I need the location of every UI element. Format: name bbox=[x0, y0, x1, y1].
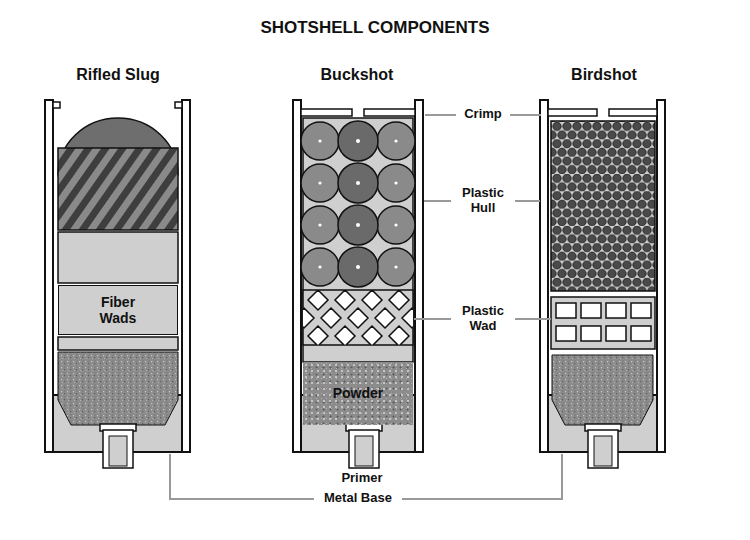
wad-cell bbox=[581, 303, 601, 318]
node-text: Fiber Wads bbox=[86, 294, 150, 326]
part-label: Plastic Hull bbox=[454, 186, 512, 216]
hull-wall bbox=[182, 100, 190, 452]
wad-cell bbox=[631, 303, 651, 318]
plastic-wad bbox=[551, 297, 655, 349]
bracket-line bbox=[402, 454, 562, 499]
part-label: Primer bbox=[341, 471, 382, 486]
column-heading: Birdshot bbox=[571, 66, 637, 84]
leader-line bbox=[515, 200, 540, 202]
primer-cup bbox=[349, 430, 379, 468]
fiber-wad-band: Fiber Wads bbox=[58, 285, 178, 335]
pellet-highlight bbox=[318, 265, 321, 268]
pellet bbox=[338, 163, 378, 203]
pellet bbox=[377, 206, 415, 244]
part-label: Crimp bbox=[464, 107, 502, 122]
primer-core bbox=[109, 436, 127, 466]
primer-core bbox=[594, 436, 612, 466]
pellet-highlight bbox=[318, 223, 321, 226]
pellet bbox=[301, 164, 339, 202]
pellet bbox=[301, 122, 339, 160]
pellet-highlight bbox=[318, 139, 321, 142]
leader-lines bbox=[170, 115, 562, 499]
primer-core bbox=[355, 436, 373, 466]
pellet-highlight bbox=[356, 223, 360, 227]
bracket-line bbox=[170, 454, 314, 499]
slug-rifling bbox=[58, 148, 178, 230]
pellet-highlight bbox=[356, 181, 360, 185]
crimp-fold bbox=[301, 109, 352, 116]
primer-cup bbox=[103, 430, 133, 468]
wad-cell bbox=[303, 308, 413, 328]
fiber-wad bbox=[58, 232, 178, 283]
node-text: Powder bbox=[333, 385, 384, 401]
crimp-fold bbox=[364, 109, 415, 116]
pellet-highlight bbox=[356, 139, 360, 143]
powder-charge bbox=[58, 352, 178, 425]
primer-cup bbox=[588, 430, 618, 468]
hull-wall bbox=[540, 100, 548, 452]
pellet-highlight bbox=[394, 181, 397, 184]
hull-wall bbox=[293, 100, 301, 452]
buckshot-pellets bbox=[301, 121, 415, 287]
pellet bbox=[338, 247, 378, 287]
buffer-lattice bbox=[303, 290, 413, 345]
wad-cells bbox=[556, 303, 651, 341]
wad-cell bbox=[556, 326, 576, 341]
pellet-highlight bbox=[356, 265, 360, 269]
leader-line bbox=[414, 318, 451, 320]
part-label: Metal Base bbox=[324, 491, 392, 506]
fiber-wad bbox=[58, 337, 178, 350]
crimp-tab bbox=[175, 102, 182, 108]
leader-line bbox=[515, 318, 551, 320]
crimp-tab bbox=[53, 102, 60, 108]
wad-cell bbox=[606, 303, 626, 318]
pellet-highlight bbox=[394, 265, 397, 268]
wad-cell bbox=[308, 290, 409, 310]
pellet-highlight bbox=[394, 223, 397, 226]
powder-charge-box: Powder bbox=[303, 362, 413, 425]
wad-cell bbox=[308, 326, 409, 345]
pellet bbox=[338, 205, 378, 245]
column-heading: Rifled Slug bbox=[76, 66, 160, 84]
wad-cell bbox=[606, 326, 626, 341]
pellet bbox=[301, 206, 339, 244]
wad-cell bbox=[556, 303, 576, 318]
pellet bbox=[377, 122, 415, 160]
crimp-fold bbox=[548, 109, 597, 116]
hull-wall bbox=[415, 100, 423, 452]
leader-line bbox=[425, 114, 456, 116]
column-heading: Buckshot bbox=[321, 66, 394, 84]
diagram-title: SHOTSHELL COMPONENTS bbox=[260, 18, 489, 38]
pellet bbox=[338, 121, 378, 161]
birdshot-pellets bbox=[551, 121, 655, 291]
pellet-highlight bbox=[394, 139, 397, 142]
crimp-fold bbox=[609, 109, 657, 116]
powder-charge bbox=[552, 355, 653, 425]
pellet-highlight bbox=[318, 181, 321, 184]
hull-wall bbox=[657, 100, 665, 452]
leader-line bbox=[424, 200, 451, 202]
pellet bbox=[301, 248, 339, 286]
wad-cell bbox=[631, 326, 651, 341]
pellet bbox=[377, 164, 415, 202]
pellet bbox=[377, 248, 415, 286]
hull-wall bbox=[45, 100, 53, 452]
wad-cell bbox=[581, 326, 601, 341]
leader-line bbox=[510, 114, 541, 116]
part-label: Plastic Wad bbox=[454, 304, 512, 334]
